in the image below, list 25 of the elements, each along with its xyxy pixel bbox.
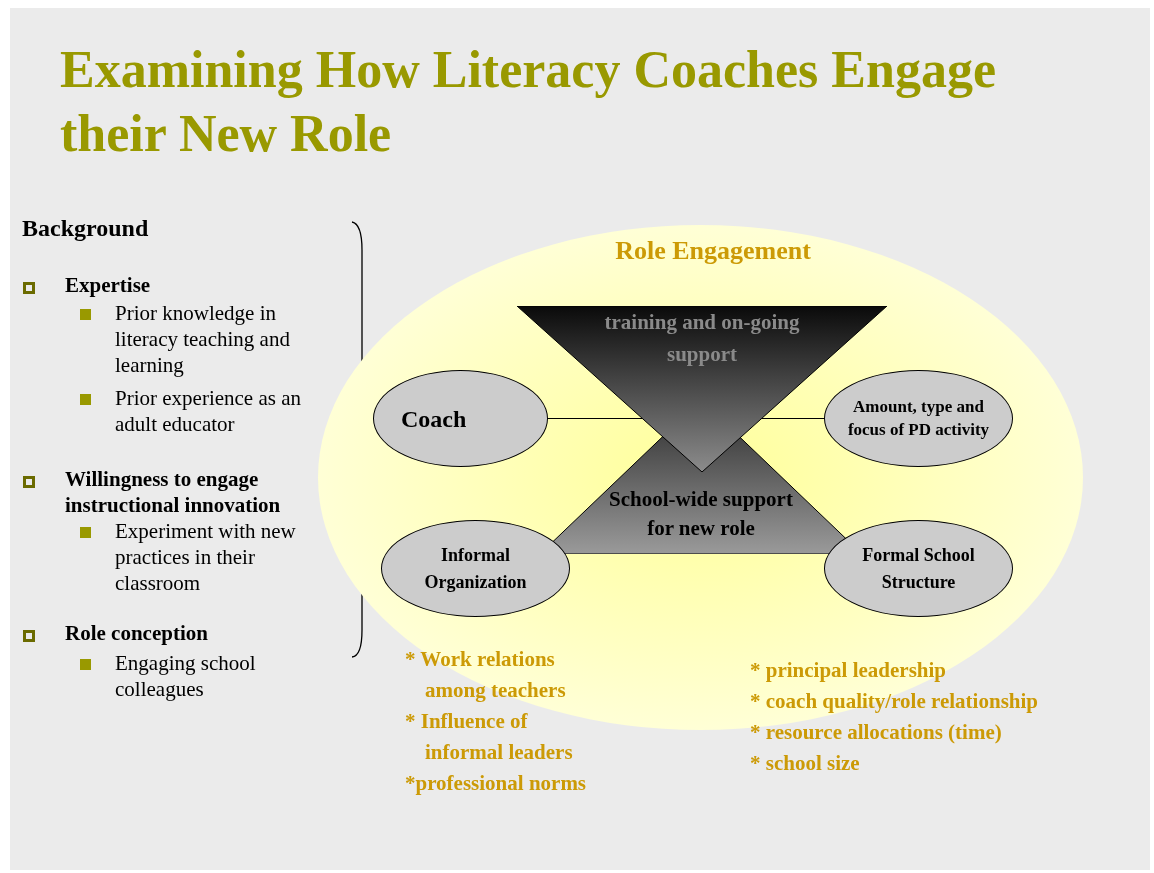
note-text: * resource allocations (time) [750,719,1003,746]
note-text: * Work relations among teachers [405,646,567,704]
triangle-label: School-wide support for new role [608,486,794,542]
note-text: * coach quality/role relationship [750,688,1039,715]
node-label: Coach [401,404,467,434]
ellipse-heading: Role Engagement [614,235,812,267]
slide-title: Examining How Literacy Coaches Engage their New Role [60,40,997,164]
node-label: Formal School Structure [861,544,976,594]
list-heading: Willingness to engage instructional innovation [65,466,282,518]
connector-line [547,417,643,420]
note-text: *professional norms [405,770,588,797]
connector-line [761,417,825,420]
list-item: Experiment with new practices in their classroom [115,518,297,596]
list-heading: Role conception [65,620,209,646]
node-label: Amount, type and focus of PD activity [846,396,991,441]
node-label: Informal Organization [423,544,528,594]
list-item: Engaging school colleagues [115,650,257,702]
list-item: Prior experience as an adult educator [115,385,302,437]
note-text: * Influence of informal leaders [405,708,574,766]
note-text: * principal leadership [750,657,948,684]
triangle-label: training and on-going support [603,309,801,368]
section-heading: Background [22,214,150,243]
list-item: Prior knowledge in literacy teaching and learning [115,300,291,378]
note-text: * school size [750,750,861,777]
list-heading: Expertise [65,272,152,298]
